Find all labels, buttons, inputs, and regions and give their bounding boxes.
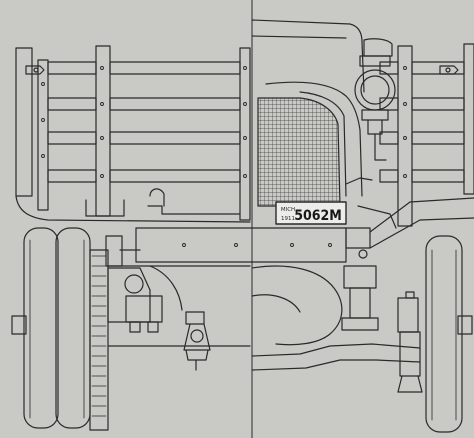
plate-number: 5062M <box>294 208 342 224</box>
plate-year: 1911 <box>281 216 295 222</box>
chassis-frame <box>107 197 474 267</box>
left-dual-wheels <box>11 227 91 429</box>
right-stake-rack <box>379 43 474 227</box>
steering-linkage <box>149 177 397 229</box>
right-wheel <box>425 235 473 433</box>
left-stake-rack <box>15 45 251 223</box>
rear-axle <box>89 235 251 431</box>
license-plate: MICH 1911 5062M <box>275 201 347 225</box>
front-axle <box>251 249 423 393</box>
side-lamp <box>354 38 396 161</box>
plate-state: MICH <box>281 207 295 213</box>
tail-lamp <box>183 311 211 371</box>
radiator-grille <box>257 97 341 207</box>
hood <box>251 19 365 197</box>
